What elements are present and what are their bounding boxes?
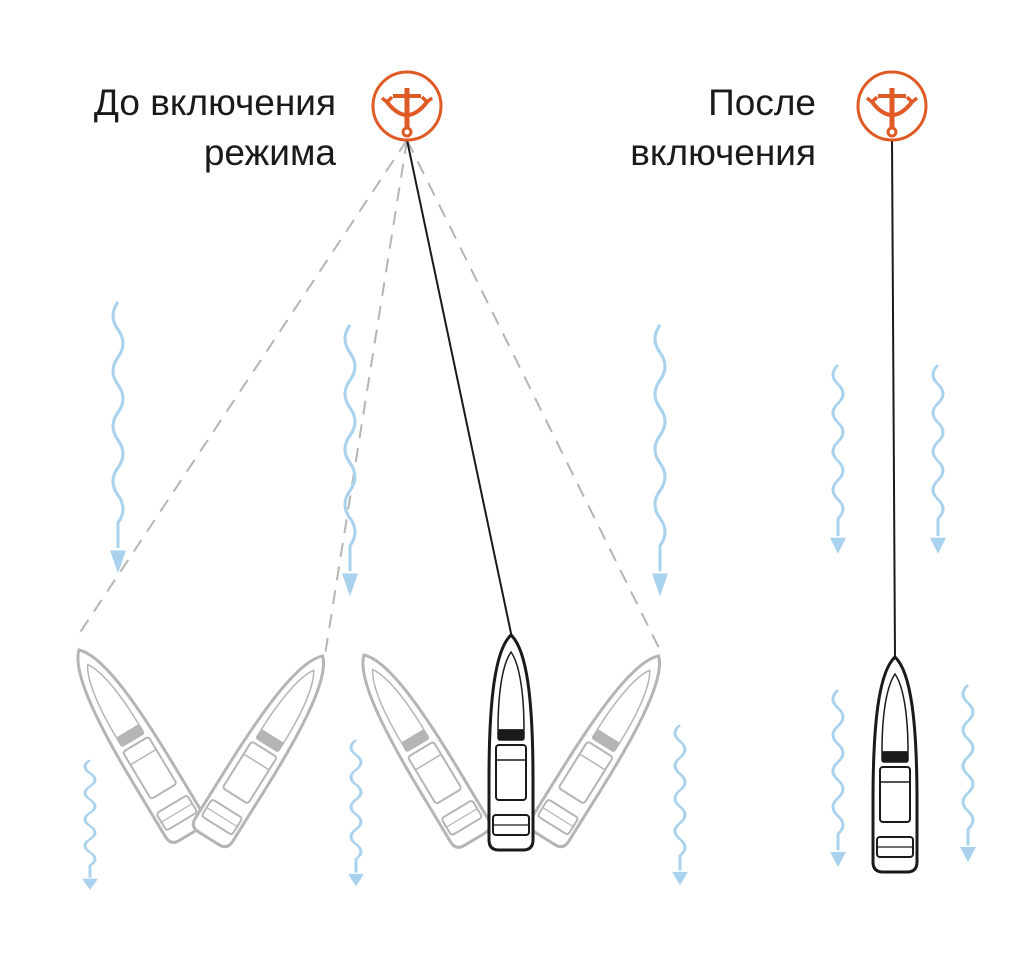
boat-icon (343, 642, 496, 853)
boat-icon (524, 642, 679, 852)
current-arrow-icon (928, 363, 948, 556)
current-arrow-icon (670, 723, 690, 887)
boat-icon (188, 642, 343, 852)
rope-dashed-1 (74, 139, 408, 641)
label-before-mode: До включения режима (94, 78, 336, 178)
current-arrow-icon (650, 323, 670, 599)
current-arrow-icon (828, 688, 848, 869)
label-after-mode: После включения (630, 78, 816, 178)
current-arrow-icon (828, 363, 848, 556)
current-arrow-icon (346, 738, 366, 888)
anchor-icon (373, 72, 441, 140)
boat-icon (58, 637, 211, 848)
label-before-line2: режима (203, 132, 336, 173)
anchor-icon (858, 72, 926, 140)
boat-icon (871, 655, 919, 874)
rope-dashed-3 (406, 139, 661, 651)
current-arrow-icon (108, 300, 128, 576)
current-arrow-icon (80, 758, 100, 892)
boats-before-inactive (58, 637, 679, 853)
label-before-line1: До включения (93, 82, 336, 123)
current-arrow-icon (958, 683, 978, 864)
label-after-line2: включения (630, 132, 816, 173)
rope-dashed-2 (324, 139, 408, 656)
ropes-before (74, 139, 661, 656)
rope-active-after (891, 139, 896, 659)
boat-icon (487, 633, 535, 852)
label-after-line1: После (708, 82, 816, 123)
rope-active-before (406, 139, 513, 639)
